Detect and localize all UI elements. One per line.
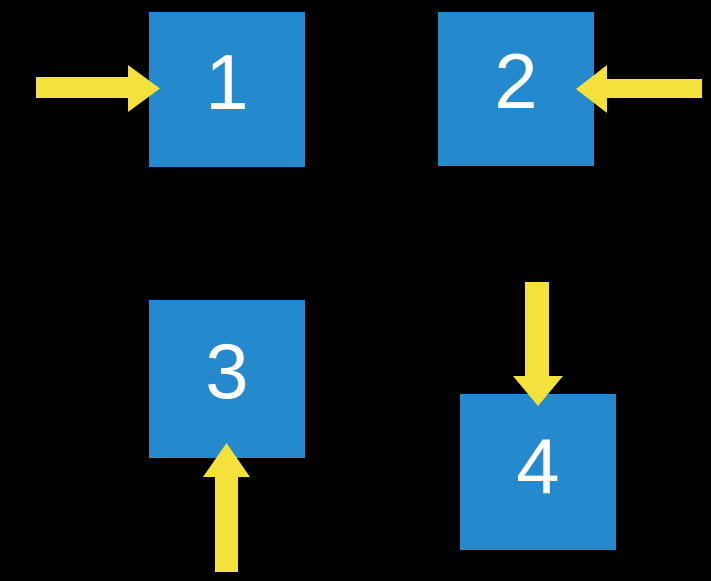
arrow-right-into-box-1-icon [36,65,160,112]
arrow-down-into-box-4-icon [513,282,563,406]
arrow-up-into-box-3-icon [203,443,250,572]
arrow-left-into-box-2-icon [576,65,702,113]
box-3-label: 3 [205,327,249,415]
box-2: 2 [438,12,594,166]
box-4: 4 [460,394,616,550]
box-1-label: 1 [205,37,249,126]
box-3: 3 [149,300,305,458]
box-4-label: 4 [516,422,560,510]
box-2-label: 2 [494,37,538,125]
box-1: 1 [149,12,305,167]
